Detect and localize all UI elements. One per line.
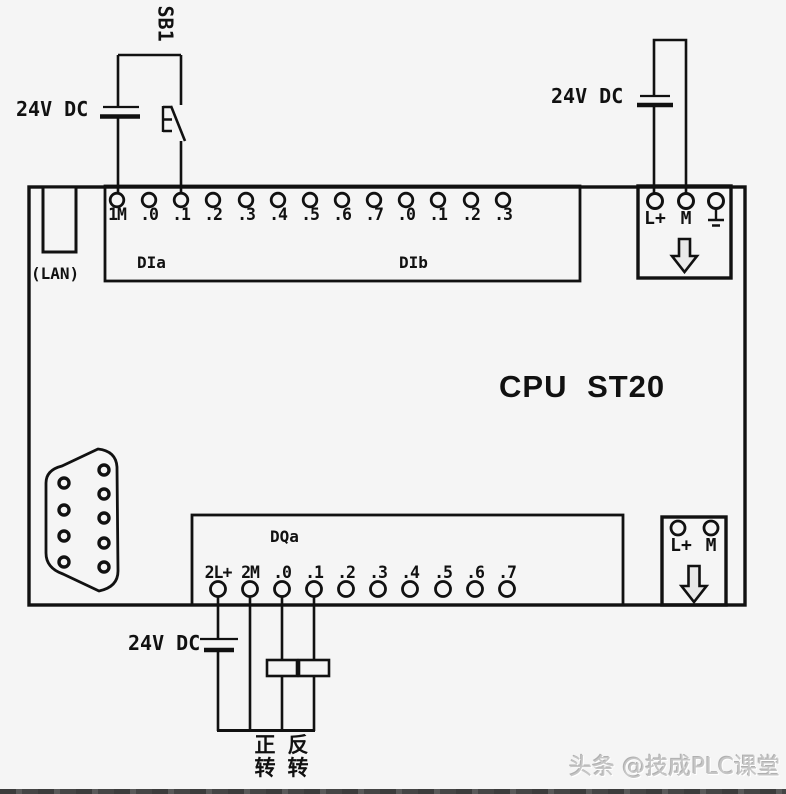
dq-terminal-label: .4 [401, 563, 420, 582]
lan-port-label: (LAN) [31, 264, 80, 283]
battery-icon-top-right [637, 94, 673, 108]
battery-icon-top-left [100, 105, 140, 119]
push-button-label: SB1 [153, 5, 178, 42]
down-arrow-icon-top [669, 237, 700, 275]
reverse-coil-load [297, 658, 331, 678]
supply-24vdc-top-left-label: 24V DC [16, 97, 89, 121]
cpu-model-label: CPU ST20 [499, 369, 666, 404]
output-circuit-wires [216, 597, 316, 731]
dq-terminal-circles [209, 580, 516, 598]
watermark-text: 头条 @技成PLC课堂 [568, 754, 780, 780]
dq-terminal-label: .7 [498, 563, 517, 582]
power-top-right-circles [646, 192, 725, 210]
power-top-m-label: M [680, 208, 692, 229]
lan-port-notch [41, 185, 78, 254]
push-button-contact-blade [169, 105, 187, 142]
dq-terminal-label: .3 [369, 563, 388, 582]
supply-circuit-top-right [652, 38, 688, 193]
input-circuit-wires [116, 53, 187, 193]
dq-terminal-label: .0 [273, 563, 292, 582]
dq-group-label: DQa [270, 527, 299, 546]
power-bottom-right-circles [669, 519, 720, 537]
battery-icon-bottom [200, 637, 238, 653]
dq-terminal-label: .1 [305, 563, 324, 582]
bottom-edge-artifact [0, 789, 786, 794]
forward-coil-load [265, 658, 299, 678]
di-terminal-label: .1 [429, 205, 448, 224]
reverse-rotation-label: 反转 [287, 733, 309, 780]
power-bottom-l-plus-label: L+ [670, 535, 692, 556]
di-terminal-label: .3 [494, 205, 513, 224]
dq-terminal-label: .6 [466, 563, 485, 582]
di-terminal-label: .0 [397, 205, 416, 224]
dq-terminal-label: .2 [337, 563, 356, 582]
di-terminal-label: .6 [333, 205, 352, 224]
power-box-bottom-right [660, 515, 728, 607]
di-terminal-label: .3 [237, 205, 256, 224]
di-terminal-label: .5 [301, 205, 320, 224]
db9-serial-port [44, 447, 120, 593]
di-terminal-label: .0 [140, 205, 159, 224]
power-top-l-plus-label: L+ [644, 208, 666, 229]
dq-terminal-label: 2L+ [204, 563, 233, 582]
di-terminal-label: .4 [269, 205, 288, 224]
di-terminal-box [103, 184, 582, 283]
di-terminal-label: .7 [365, 205, 384, 224]
di-terminal-label: .2 [462, 205, 481, 224]
power-bottom-m-label: M [705, 535, 717, 556]
supply-24vdc-top-right-label: 24V DC [551, 84, 624, 108]
di-terminal-label: .2 [204, 205, 223, 224]
supply-24vdc-bottom-label: 24V DC [128, 631, 201, 655]
di-group-a-label: DIa [137, 253, 166, 272]
earth-ground-icon [708, 209, 724, 227]
power-box-top-right [636, 184, 733, 280]
db9-pin-holes [57, 463, 111, 574]
push-button-icon [161, 105, 172, 133]
dq-terminal-label: .5 [434, 563, 453, 582]
di-terminal-circles [108, 191, 512, 209]
down-arrow-icon-bottom [678, 564, 710, 605]
dq-terminal-label: 2M [241, 563, 260, 582]
di-terminal-label: .1 [172, 205, 191, 224]
di-terminal-label: 1M [108, 205, 127, 224]
dq-terminal-box [190, 513, 625, 607]
forward-rotation-label: 正转 [254, 733, 276, 780]
di-group-b-label: DIb [399, 253, 428, 272]
